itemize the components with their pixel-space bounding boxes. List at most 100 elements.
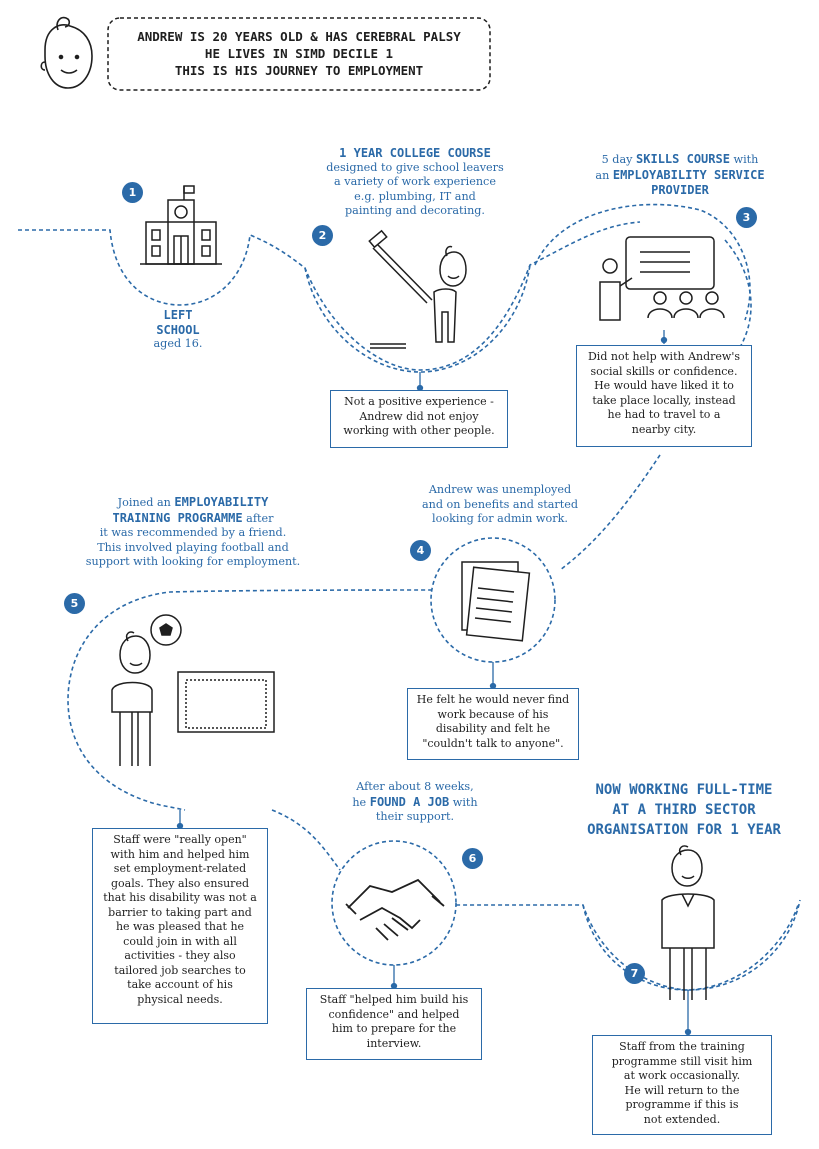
step-5-line-3: it was recommended by a friend. xyxy=(99,526,287,539)
step-5-post: after xyxy=(242,511,274,525)
note-line: at work occasionally. xyxy=(623,1069,741,1082)
step-circles xyxy=(304,203,801,991)
school-building-icon xyxy=(140,185,222,265)
note-line: Staff "helped him build his xyxy=(319,993,469,1006)
step-3-pre: 5 day xyxy=(601,153,637,166)
step-3-bold-3: PROVIDER xyxy=(651,183,709,197)
step-3-bold-2: EMPLOYABILITY SERVICE xyxy=(612,167,765,182)
note-line: tailored job searches to xyxy=(114,963,246,977)
title-line-2: HE LIVES IN SIMD DECILE 1 xyxy=(204,46,394,61)
note-line: "couldn't talk to anyone". xyxy=(422,736,564,750)
step-6-line-3: their support. xyxy=(375,810,455,823)
note-line: set employment-related xyxy=(113,862,247,875)
step-3-badge: 3 xyxy=(736,207,757,228)
note-line: nearby city. xyxy=(631,422,697,436)
note-line: goals. They also ensured xyxy=(111,876,249,890)
note-line: he had to travel to a xyxy=(607,408,721,421)
step-3-post: with xyxy=(729,153,759,166)
step-3-note: Did not help with Andrew's social skills… xyxy=(576,345,752,447)
title-line-1: ANDREW IS 20 YEARS OLD & HAS CEREBRAL PA… xyxy=(137,29,461,44)
step-4-line-1: Andrew was unemployed xyxy=(428,483,572,496)
note-line: activities - they also xyxy=(124,949,236,962)
note-line: he was pleased that he xyxy=(115,920,245,933)
step-3-label: 5 day SKILLS COURSE with an EMPLOYABILIT… xyxy=(560,152,800,198)
step-4-note: He felt he would never find work because… xyxy=(407,688,579,760)
step-2-label: 1 YEAR COLLEGE COURSE designed to give s… xyxy=(300,146,530,219)
presentation-class-icon xyxy=(599,236,725,321)
step-6-label: After about 8 weeks, he FOUND A JOB with… xyxy=(320,780,510,825)
note-line: Not a positive experience - xyxy=(344,395,494,408)
step-6-note: Staff "helped him build his confidence" … xyxy=(306,988,482,1060)
note-line: not extended. xyxy=(643,1112,721,1126)
documents-icon xyxy=(461,561,531,642)
step-5-line-5: support with looking for employment. xyxy=(85,555,301,568)
step-5-label: Joined an EMPLOYABILITY TRAINING PROGRAM… xyxy=(58,495,328,570)
step-5-bold-1: EMPLOYABILITY xyxy=(174,495,269,509)
office-worker-icon xyxy=(661,845,715,1000)
step-3-bold-1: SKILLS COURSE xyxy=(636,152,730,166)
note-line: programme still visit him xyxy=(611,1054,753,1068)
step-1-badge: 1 xyxy=(122,182,143,203)
step-1-text: aged 16. xyxy=(153,337,203,350)
step-2-note: Not a positive experience - Andrew did n… xyxy=(330,390,508,448)
step-7-heading-line-3: ORGANISATION FOR 1 YEAR xyxy=(587,822,781,838)
football-goal-icon xyxy=(111,614,275,766)
step-6-bold: FOUND A JOB xyxy=(369,794,450,809)
step-6-pre: he xyxy=(352,795,370,809)
note-line: Did not help with Andrew's xyxy=(587,350,740,363)
step-7-badge: 7 xyxy=(624,963,645,984)
andrew-face-icon xyxy=(40,16,93,89)
step-4-badge: 4 xyxy=(410,540,431,561)
step-5-pre: Joined an xyxy=(117,496,175,509)
step-3-line-2: an EMPLOYABILITY SERVICE xyxy=(560,168,800,184)
note-line: Staff were "really open" xyxy=(113,833,247,846)
note-line: take place locally, instead xyxy=(592,393,736,407)
step-2-line-4: painting and decorating. xyxy=(344,204,485,217)
note-line: Andrew did not enjoy xyxy=(359,409,479,423)
note-line: barrier to taking part and xyxy=(108,905,252,919)
note-line: Staff from the training xyxy=(619,1040,745,1053)
step-2-badge: 2 xyxy=(312,225,333,246)
note-line: could join in with all xyxy=(123,934,237,948)
step-5-line-4: This involved playing football and xyxy=(97,540,289,554)
step-5-line-1: Joined an EMPLOYABILITY xyxy=(58,495,328,511)
step-2-bold: 1 YEAR COLLEGE COURSE xyxy=(339,146,491,160)
step-7-heading: NOW WORKING FULL-TIME AT A THIRD SECTOR … xyxy=(550,780,818,840)
step-2-line-2: a variety of work experience xyxy=(334,175,496,188)
step-6-line-1: After about 8 weeks, xyxy=(356,780,474,793)
note-line: programme if this is xyxy=(625,1098,739,1111)
step-3-pre-2: an xyxy=(595,168,613,182)
note-line: disability and felt he xyxy=(435,722,551,735)
step-3-line-1: 5 day SKILLS COURSE with xyxy=(560,152,800,168)
step-5-badge: 5 xyxy=(64,593,85,614)
handshake-icon xyxy=(345,878,445,941)
note-line: physical needs. xyxy=(137,992,223,1006)
note-line: social skills or confidence. xyxy=(590,364,738,378)
note-line: interview. xyxy=(366,1036,422,1050)
step-5-line-2: TRAINING PROGRAMME after xyxy=(58,511,328,527)
note-line: working with other people. xyxy=(343,424,495,437)
step-2-line-3: e.g. plumbing, IT and xyxy=(354,189,476,203)
step-4-line-3: looking for admin work. xyxy=(432,512,568,525)
step-6-badge: 6 xyxy=(462,848,483,869)
note-line: that his disability was not a xyxy=(103,891,257,904)
painter-roller-icon xyxy=(368,229,467,349)
step-1-label: LEFT SCHOOL aged 16. xyxy=(118,308,238,352)
page-title: ANDREW IS 20 YEARS OLD & HAS CEREBRAL PA… xyxy=(112,28,486,79)
note-connectors xyxy=(176,330,692,1036)
step-6-line-2: he FOUND A JOB with xyxy=(320,795,510,811)
step-5-bold-2: TRAINING PROGRAMME xyxy=(112,510,243,525)
title-line-3: THIS IS HIS JOURNEY TO EMPLOYMENT xyxy=(174,63,424,78)
step-7-heading-line-2: AT A THIRD SECTOR xyxy=(612,802,756,818)
step-6-post: with xyxy=(449,795,478,809)
note-line: confidence" and helped xyxy=(328,1007,460,1021)
note-line: take account of his xyxy=(127,978,233,991)
step-1-bold-1: LEFT xyxy=(163,308,193,322)
step-4-line-2: and on benefits and started xyxy=(421,497,579,511)
title-box-border xyxy=(107,17,491,91)
step-5-note: Staff were "really open" with him and he… xyxy=(92,828,268,1024)
note-line: He would have liked it to xyxy=(594,379,734,392)
note-line: He will return to the xyxy=(624,1083,740,1097)
step-2-line-1: designed to give school leavers xyxy=(326,160,504,174)
